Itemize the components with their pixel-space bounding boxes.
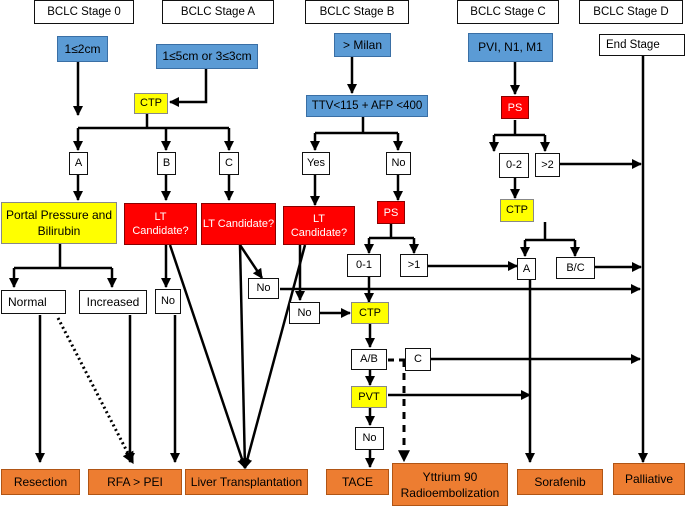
ps-node-stage-b: PS xyxy=(377,201,405,224)
outcome-yttrium: Yttrium 90 Radioembolization xyxy=(392,463,508,506)
pvt-node: PVT xyxy=(351,386,387,408)
stage-a-header: BCLC Stage A xyxy=(162,0,274,24)
stage-b-criteria: > Milan xyxy=(334,33,391,57)
stage-b-header: BCLC Stage B xyxy=(305,0,409,24)
ttv-afp-node: TTV<115 + AFP <400 xyxy=(306,95,428,117)
ctp-node-stage-b: CTP xyxy=(351,302,389,324)
portal-increased: Increased xyxy=(79,290,147,314)
ctp-stage-c-a: A xyxy=(517,258,536,280)
ctp-ab: A/B xyxy=(351,349,387,370)
stage-c-criteria: PVI, N1, M1 xyxy=(468,33,553,62)
ps-0-1: 0-1 xyxy=(347,254,381,277)
ctp-class-c: C xyxy=(219,152,239,175)
ps-node-stage-c: PS xyxy=(501,96,529,119)
lt-candidate-c: LT Candidate? xyxy=(201,203,276,245)
ctp-class-a: A xyxy=(69,152,88,175)
ps-gt-1: >1 xyxy=(400,254,428,277)
ttv-no: No xyxy=(386,152,411,175)
outcome-palliative: Palliative xyxy=(613,463,685,495)
stage-0-criteria: 1≤2cm xyxy=(57,36,108,62)
pvt-no: No xyxy=(355,427,384,450)
no-lt-c: No xyxy=(248,278,279,299)
outcome-resection: Resection xyxy=(1,469,80,495)
outcome-rfa-pei: RFA > PEI xyxy=(88,469,182,495)
outcome-tace: TACE xyxy=(326,469,389,495)
stage-c-header: BCLC Stage C xyxy=(457,0,559,24)
portal-normal: Normal xyxy=(1,290,66,314)
portal-pressure-node: Portal Pressure and Bilirubin xyxy=(1,202,117,244)
outcome-sorafenib: Sorafenib xyxy=(517,469,603,495)
outcome-liver-transplantation: Liver Transplantation xyxy=(185,469,308,495)
stage-a-criteria: 1≤5cm or 3≤3cm xyxy=(156,44,258,69)
ps-range-low: 0-2 xyxy=(499,153,529,178)
ctp-class-b: B xyxy=(157,152,176,175)
ps-range-high: >2 xyxy=(535,153,560,177)
stage-0-header: BCLC Stage 0 xyxy=(34,0,134,24)
stage-d-criteria: End Stage xyxy=(599,34,685,56)
no-lt-b: No xyxy=(155,289,181,314)
lt-candidate-b: LT Candidate? xyxy=(124,203,197,245)
ctp-stage-c-bc: B/C xyxy=(556,257,595,279)
no-lt-yes: No xyxy=(289,302,320,324)
ctp-c-stage-b: C xyxy=(405,348,431,371)
ctp-node-stage-c: CTP xyxy=(500,199,534,222)
ctp-node-stage-a: CTP xyxy=(134,93,168,114)
lt-candidate-yes: LT Candidate? xyxy=(283,206,355,245)
stage-d-header: BCLC Stage D xyxy=(579,0,683,24)
ttv-yes: Yes xyxy=(302,152,330,175)
